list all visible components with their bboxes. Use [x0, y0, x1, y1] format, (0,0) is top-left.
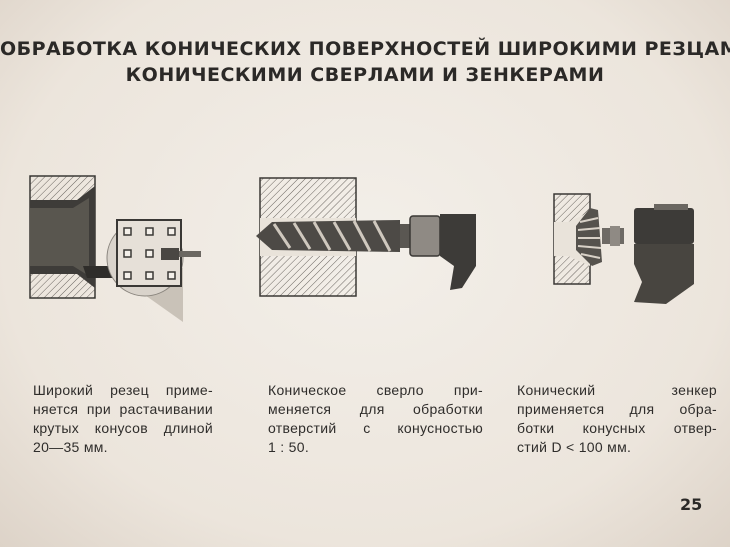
caption-line: Коническое сверло при- — [268, 382, 483, 398]
slide-title: ОБРАБОТКА КОНИЧЕСКИХ ПОВЕРХНОСТЕЙ ШИРОКИ… — [0, 36, 730, 88]
page-number: 25 — [680, 495, 703, 514]
caption-line: 1 : 50. — [268, 439, 310, 455]
caption-line: стий D < 100 мм. — [517, 439, 632, 455]
caption-line: отверстий с конусностью — [268, 420, 483, 436]
caption-taper-countersink: Конический зенкер применяется для обра- … — [517, 381, 717, 457]
caption-line: применяется для обра- — [517, 401, 717, 417]
title-line-1: ОБРАБОТКА КОНИЧЕСКИХ ПОВЕРХНОСТЕЙ ШИРОКИ… — [0, 38, 730, 60]
caption-line: Конический зенкер — [517, 382, 717, 398]
taper-countersink-illustration — [553, 193, 694, 304]
caption-line: меняется для обработки — [268, 401, 483, 417]
caption-line: няется при растачивании — [33, 401, 213, 417]
wide-cutter-illustration — [29, 175, 201, 322]
title-line-2: КОНИЧЕСКИМИ СВЕРЛАМИ И ЗЕНКЕРАМИ — [125, 64, 605, 86]
caption-line: 20—35 мм. — [33, 439, 108, 455]
caption-wide-cutter: Широкий резец приме- няется при растачив… — [33, 381, 213, 457]
caption-taper-drill: Коническое сверло при- меняется для обра… — [268, 381, 483, 457]
caption-line: крутых конусов длиной — [33, 420, 213, 436]
taper-drill-illustration — [256, 177, 476, 297]
caption-line: ботки конусных отвер- — [517, 420, 717, 436]
caption-line: Широкий резец приме- — [33, 382, 213, 398]
